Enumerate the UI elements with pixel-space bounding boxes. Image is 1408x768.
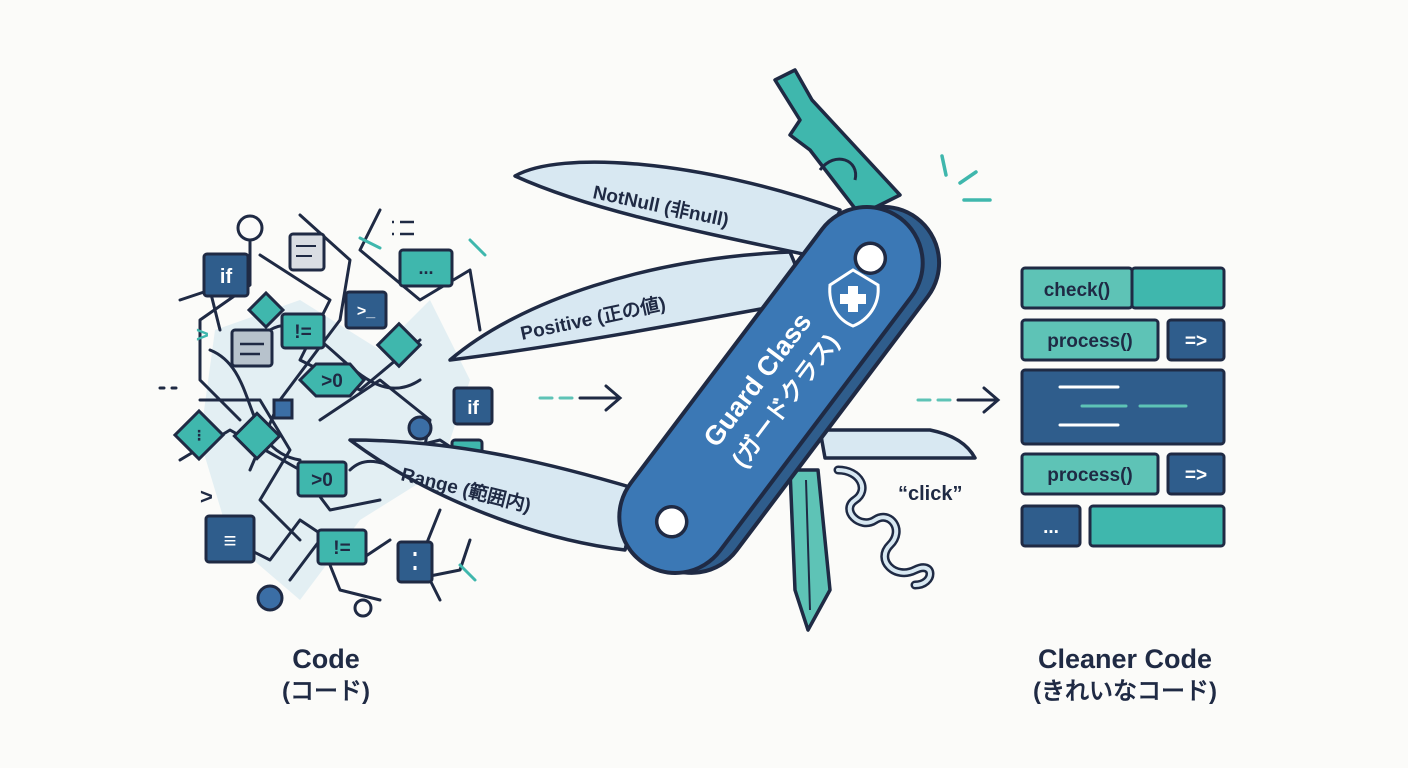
svg-text:⋮: ⋮	[192, 427, 206, 443]
arrow-to-clean-code	[916, 386, 1001, 414]
code-text: check()	[1044, 280, 1111, 301]
list-glyph	[392, 220, 414, 236]
code-text: process()	[1047, 331, 1133, 352]
node-circle	[236, 214, 264, 242]
snippet-text: ...	[418, 258, 433, 278]
code-block-fill-2	[1088, 504, 1226, 548]
diamond-node	[375, 321, 423, 369]
snippet-text: !=	[294, 322, 311, 343]
clean-code-stack: check() process() => process() => ...	[1020, 266, 1226, 548]
arrow-to-knife	[538, 384, 623, 412]
snippet-text: if	[220, 266, 233, 288]
tool-small-blade	[818, 428, 977, 460]
snippet-box-prompt	[344, 290, 388, 330]
handle-rivet	[853, 241, 888, 275]
click-label: “click”	[898, 483, 962, 505]
code-block-ellipsis	[1020, 504, 1082, 548]
caption-cleaner-code-title: Cleaner Code	[1037, 644, 1213, 674]
node-circle	[407, 415, 433, 441]
snippet-chevron: >	[196, 322, 209, 347]
code-block-arrow	[1166, 318, 1226, 362]
snippet-chevron: >	[200, 484, 213, 509]
diamond-node	[232, 411, 282, 461]
snippet-hex-gt0	[297, 362, 366, 398]
code-block-arrow-2	[1166, 452, 1226, 496]
shield-plus-icon	[828, 268, 880, 328]
code-text: process()	[1047, 465, 1133, 486]
snippet-text: if	[467, 398, 479, 419]
tool-awl	[788, 468, 832, 632]
snippet-text: !=	[333, 538, 350, 559]
snippet-box-dots	[396, 540, 434, 584]
snippet-box-note	[288, 232, 326, 272]
snippet-box-if-2	[452, 386, 494, 426]
snippet-text: >0	[311, 470, 333, 491]
snippet-box-ne	[280, 312, 326, 350]
diamond-node	[172, 408, 226, 462]
caption-code: Code (コード)	[226, 642, 426, 708]
snippet-text: >_	[357, 303, 376, 320]
node-circle	[256, 584, 284, 612]
code-text: =>	[1185, 465, 1207, 486]
handle-rivet	[654, 505, 689, 539]
snippet-box-doc	[230, 328, 274, 368]
snippet-box-list	[204, 514, 256, 564]
code-block-fill	[1130, 266, 1226, 310]
caption-code-subtitle: (コード)	[282, 678, 370, 705]
code-text: =>	[1185, 331, 1207, 352]
caption-cleaner-code-subtitle: (きれいなコード)	[1033, 678, 1217, 705]
code-block-process-2	[1020, 452, 1160, 496]
blade-notnull	[513, 160, 842, 260]
snippet-text: ≡	[224, 528, 237, 553]
tangled-code-cluster: ⋮ if ... != >_ >0 if >0 != ≡	[158, 208, 494, 618]
code-text: ...	[1043, 517, 1059, 538]
snippet-box-ne-2	[316, 528, 368, 566]
tangle-wash	[200, 300, 470, 600]
node-square	[272, 398, 294, 420]
snippet-box-if	[202, 252, 250, 298]
node-circle	[353, 598, 373, 618]
snippet-text: >0	[321, 371, 343, 392]
click-sparks	[940, 154, 992, 202]
caption-code-title: Code	[292, 644, 360, 674]
snippet-box-ellipsis	[398, 248, 454, 288]
caption-cleaner-code: Cleaner Code (きれいなコード)	[990, 642, 1260, 708]
code-block-process	[1020, 318, 1160, 362]
diamond-node	[246, 290, 286, 330]
snippet-box-gt0-2	[296, 460, 348, 498]
